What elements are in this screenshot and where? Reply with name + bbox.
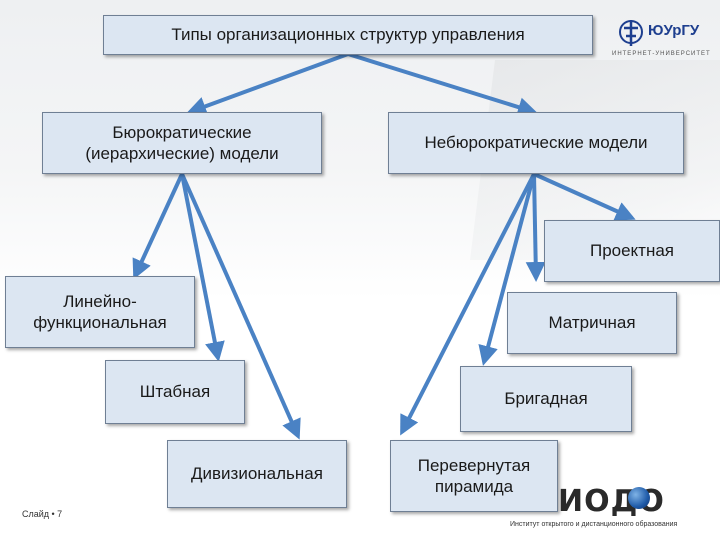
node-staff: Штабная <box>105 360 245 424</box>
node-project: Проектная <box>544 220 720 282</box>
arrow-nonbureaucratic-to-project <box>534 174 632 218</box>
node-inverted-pyramid: Перевернутая пирамида <box>390 440 558 512</box>
iodo-logo: ИОДО <box>558 484 653 518</box>
node-non-bureaucratic-models: Небюрократические модели <box>388 112 684 174</box>
node-linear-functional: Линейно- функциональная <box>5 276 195 348</box>
institute-name: Институт открытого и дистанционного обра… <box>510 521 677 528</box>
node-divisional: Дивизиональная <box>167 440 347 508</box>
arrow-bureaucratic-to-linear <box>135 174 182 276</box>
iodo-globe-icon <box>628 487 650 509</box>
susu-logo: ЮУрГУ ИНТЕРНЕТ-УНИВЕРСИТЕТ <box>612 16 712 64</box>
node-brigade: Бригадная <box>460 366 632 432</box>
susu-logo-name: ЮУрГУ <box>648 22 699 39</box>
susu-logo-subtitle: ИНТЕРНЕТ-УНИВЕРСИТЕТ <box>612 51 711 57</box>
susu-emblem-icon <box>618 16 644 50</box>
node-matrix: Матричная <box>507 292 677 354</box>
arrow-title-to-bureaucratic <box>190 54 348 112</box>
diagram-title: Типы организационных структур управления <box>103 15 593 55</box>
slide-number: Слайд • 7 <box>22 509 62 519</box>
node-bureaucratic-models: Бюрократические (иерархические) модели <box>42 112 322 174</box>
arrow-title-to-nonbureaucratic <box>348 54 534 112</box>
arrow-nonbureaucratic-to-matrix <box>534 174 536 278</box>
